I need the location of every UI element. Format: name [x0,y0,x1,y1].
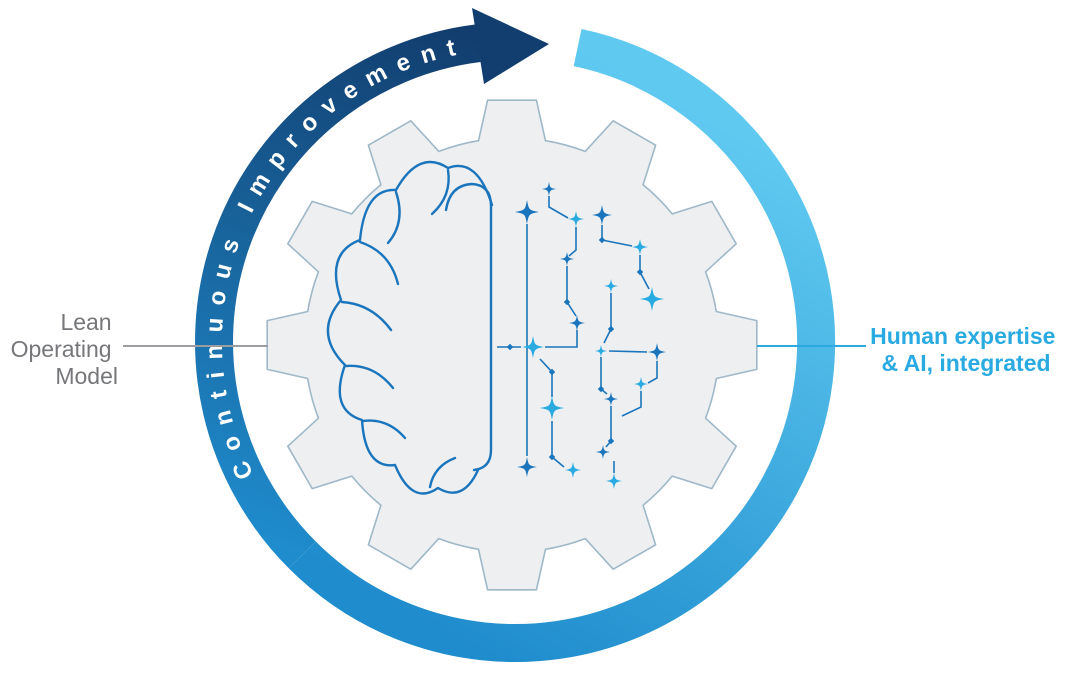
brain-fold [386,190,401,245]
connector-line [548,196,569,219]
sparkle-icon [522,336,544,358]
brain-icon [326,160,494,495]
sparkle-icon [648,343,666,361]
sparkle-icon [540,396,564,420]
left-label: Lean Operating Model [11,309,118,389]
sparkle-icon [517,457,537,477]
brain-fold [344,364,395,390]
left-label-line: Model [55,363,118,389]
sparkle-icon [569,315,585,331]
cycle-arrow-head-icon [472,8,549,84]
brain-fold [340,300,393,332]
node-diamond-icon [506,343,514,351]
connector-line [621,391,642,417]
brain-fold [361,419,407,440]
sparkle-icon [568,211,584,227]
node-diamond-icon [636,268,644,276]
node-diamond-icon [597,385,605,393]
node-diamond-icon [598,236,606,244]
sparkle-icon [634,377,648,391]
sparkle-icon [565,462,581,478]
brain-fold [430,168,450,216]
sparkle-icon [515,200,539,224]
cycle-ring-light-arc [288,29,836,662]
sparkle-icon [592,205,612,225]
right-label-line: Human expertise [870,323,1055,349]
sparkle-icon [542,182,556,196]
sparkle-icon [596,445,610,459]
sparkle-icon [560,252,574,266]
connector-line [647,361,658,384]
sparkle-icon [632,239,648,255]
left-label-line: Lean [60,309,111,335]
cycle-ring-dark-arc [195,24,481,569]
left-label-line: Operating [11,336,112,362]
sparkle-icon [606,473,622,489]
sparkle-icon [604,279,618,293]
right-label-line: & AI, integrated [881,350,1050,376]
node-diamond-icon [563,298,571,306]
right-label: Human expertise & AI, integrated [870,323,1062,376]
node-diamond-icon [548,453,556,461]
brain-stem [444,182,493,472]
brain-fold [428,456,457,489]
brain-fold [358,240,400,286]
node-diamond-icon [607,437,615,445]
node-diamond-icon [607,325,615,333]
connector-line [545,330,578,348]
connector-line [568,227,577,257]
neural-network-icon [497,182,666,489]
sparkle-icon [595,345,607,357]
sparkle-icon [640,287,664,311]
brain-outline [326,160,494,495]
node-diamond-icon [548,368,556,376]
gear-icon [266,99,758,591]
connector-line [608,350,648,353]
sparkle-icon [604,392,618,406]
